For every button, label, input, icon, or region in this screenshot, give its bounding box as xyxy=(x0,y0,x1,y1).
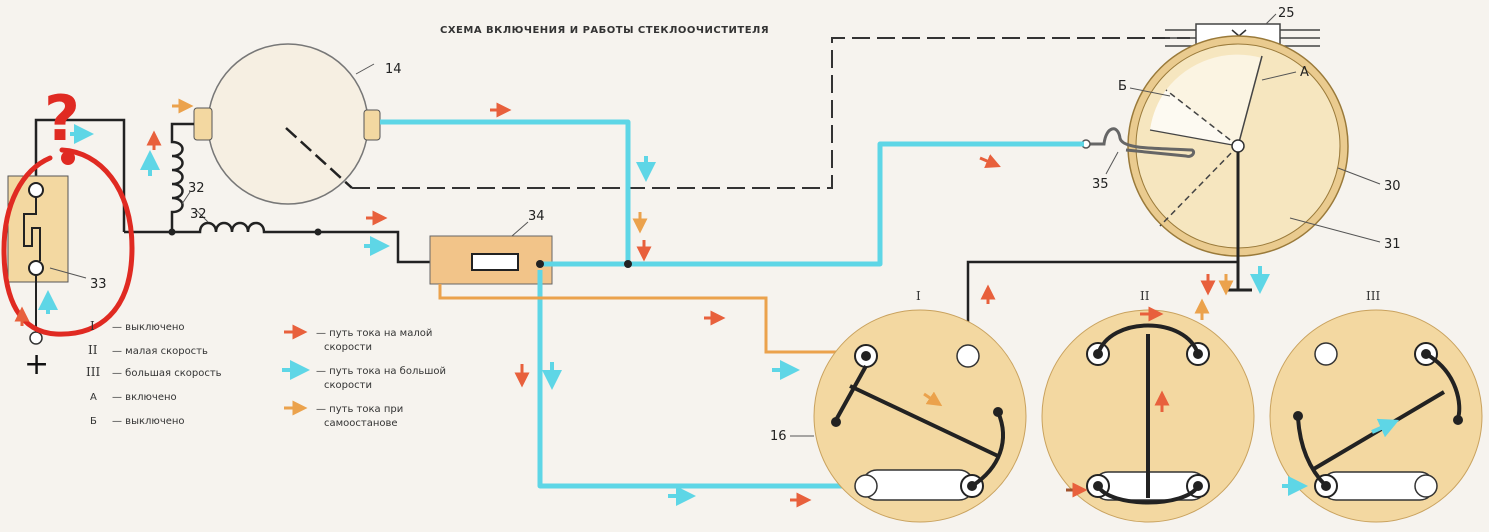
legend-state-2-key: II xyxy=(88,343,98,357)
label-34: 34 xyxy=(528,209,545,224)
label-33: 33 xyxy=(90,277,107,292)
legend-path-high-line2: скорости xyxy=(324,380,372,391)
legend-state-1-text: — выключено xyxy=(112,322,185,333)
legend-path-selfstop-line1: — путь тока при xyxy=(316,404,403,415)
resistor-34: 34 xyxy=(429,209,553,285)
legend-state-b-text: — выключено xyxy=(112,416,185,427)
legend-state-3-text: — большая скорость xyxy=(112,368,222,379)
label-25: 25 xyxy=(1278,6,1295,21)
position-label-2: II xyxy=(1140,289,1150,303)
legend-state-2-text: — малая скорость xyxy=(112,346,208,357)
legend-state-a-key: А xyxy=(90,392,97,403)
mechanical-linkage xyxy=(352,37,1190,189)
position-label-3: III xyxy=(1366,289,1380,303)
label-31: 31 xyxy=(1384,237,1401,252)
diagram-title: СХЕМА ВКЛЮЧЕНИЯ И РАБОТЫ СТЕКЛООЧИСТИТЕЛ… xyxy=(440,25,769,36)
motor-14: 14 xyxy=(193,43,402,205)
legend-path-low-line2: скорости xyxy=(324,342,372,353)
switch-16-position-2: II xyxy=(1041,289,1255,523)
high-speed-wiring xyxy=(380,119,1084,489)
label-14: 14 xyxy=(385,62,402,77)
legend-state-b-key: Б xyxy=(90,416,97,427)
label-A: А xyxy=(1300,65,1309,80)
label-B: Б xyxy=(1118,79,1127,94)
label-16: 16 xyxy=(770,429,787,444)
self-stop-wiring xyxy=(438,284,860,354)
label-32-coil: 32 xyxy=(188,181,205,196)
contact-spring-35: 35 xyxy=(1081,127,1196,192)
label-30: 30 xyxy=(1384,179,1401,194)
legend-path-low-line1: — путь тока на малой xyxy=(316,328,432,339)
question-annotation: ? xyxy=(1,82,135,337)
legend-state-1-key: I xyxy=(90,319,95,333)
current-arrows xyxy=(14,98,1400,508)
legend-state-3-key: III xyxy=(86,365,100,379)
switch-16-position-1: 16 I xyxy=(770,289,1027,523)
legend-state-a-text: — включено xyxy=(112,392,177,403)
legend-path-high-line1: — путь тока на большой xyxy=(316,366,446,377)
position-label-1: I xyxy=(916,289,921,303)
switch-16-position-3: III xyxy=(1269,289,1483,523)
label-35: 35 xyxy=(1092,177,1109,192)
legend-states: I — выключено II — малая скорость III — … xyxy=(86,319,222,427)
plus-terminal-sign: + xyxy=(24,347,49,382)
question-mark: ? xyxy=(44,82,80,155)
legend-paths: — путь тока на малой скорости — путь ток… xyxy=(282,324,446,429)
cam-disc-30: А Б 30 31 xyxy=(1118,35,1401,292)
legend-path-selfstop-line2: самоостанове xyxy=(324,418,398,429)
label-32-choke: 32 xyxy=(190,207,207,222)
